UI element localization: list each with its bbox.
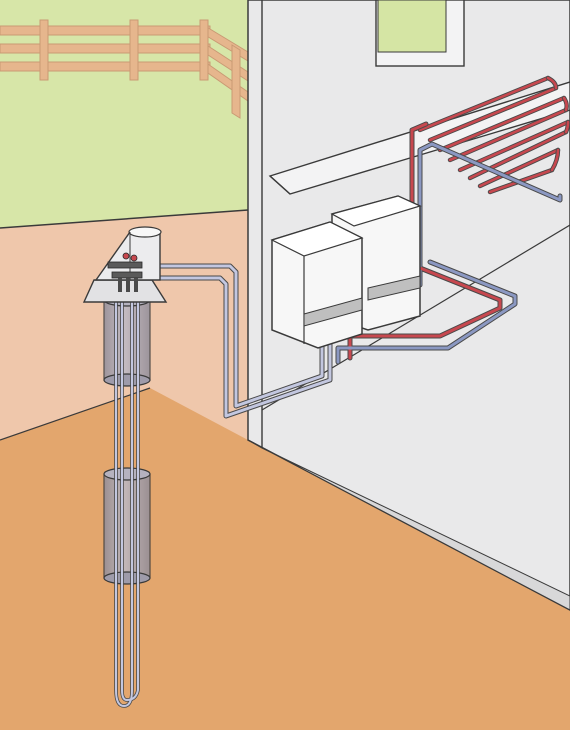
grass-edge-line [0,209,249,229]
indoor-piping [335,121,563,365]
heat-pump-front [270,221,364,349]
upper-casing [103,299,151,381]
lower-casing [103,473,151,579]
ground-loop-pipes [147,263,333,419]
wooden-fence [0,19,249,119]
wall-base [247,439,570,611]
underfloor-heating-coil-icon [417,75,570,195]
manifold-valves [107,252,143,292]
window-glass [377,0,447,53]
borehole-head-icon [82,226,168,303]
probe-pipes [114,288,140,708]
ground-probe-icon [103,288,151,708]
ground-horizon-line [0,387,151,441]
heat-pump-unit-icon [270,195,422,349]
